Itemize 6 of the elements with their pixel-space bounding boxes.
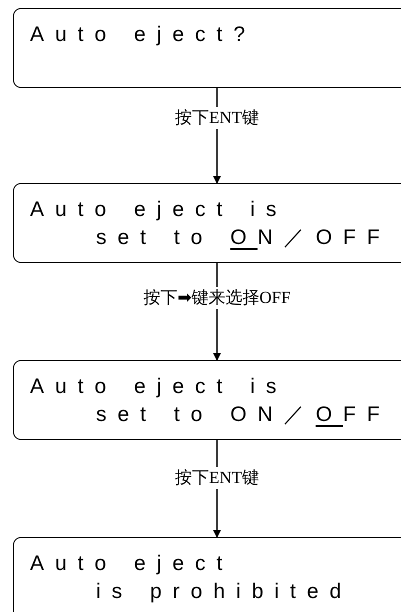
lcd-display-box [13,537,401,612]
lcd-display-box [13,8,401,88]
display-text: Auto eject? [30,22,256,48]
lcd-display-box [13,183,401,263]
lcd-display-box [13,360,401,440]
display-text: Auto eject is prohibited [30,551,352,605]
